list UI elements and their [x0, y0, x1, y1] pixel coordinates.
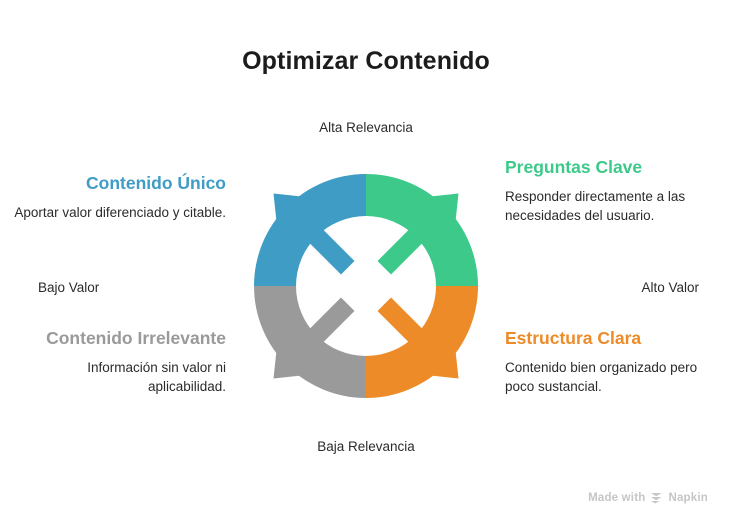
watermark-prefix: Made with [588, 492, 646, 504]
quadrant-estructura-clara: Estructura Clara Contenido bien organiza… [505, 327, 719, 397]
napkin-logo-icon [650, 492, 663, 504]
page-title: Optimizar Contenido [242, 47, 490, 75]
watermark-brand: Napkin [668, 492, 708, 504]
top-left-arrowhead [273, 193, 355, 275]
diagram-segment-top-left [254, 174, 366, 286]
quadrant-body-preguntas-clave: Responder directamente a las necesidades… [505, 189, 686, 224]
quadrant-heading-estructura-clara: Estructura Clara [505, 328, 642, 348]
quadrant-heading-preguntas-clave: Preguntas Clave [505, 157, 643, 177]
quadrant-body-contenido-irrelevante: Información sin valor ni aplicabilidad. [87, 360, 226, 395]
quadrant-body-estructura-clara: Contenido bien organizado pero poco sust… [505, 360, 698, 395]
axis-label-top: Alta Relevancia [319, 120, 413, 135]
bottom-left-arrowhead [273, 297, 355, 379]
bottom-right-arrowhead [377, 297, 459, 379]
axis-label-bottom: Baja Relevancia [317, 439, 415, 454]
axis-label-left: Bajo Valor [38, 280, 100, 295]
axis-label-right: Alto Valor [641, 280, 699, 295]
quadrant-contenido-irrelevante: Contenido Irrelevante Información sin va… [12, 327, 226, 397]
quadrant-body-contenido-unico: Aportar valor diferenciado y citable. [14, 205, 226, 221]
circular-cycle-diagram [250, 170, 482, 402]
quadrant-heading-contenido-unico: Contenido Único [86, 173, 226, 193]
top-right-arrowhead [377, 193, 459, 275]
quadrant-preguntas-clave: Preguntas Clave Responder directamente a… [505, 156, 719, 226]
diagram-segment-bottom-right [366, 286, 478, 398]
diagram-segment-top-right [366, 174, 478, 286]
diagram-segment-bottom-left [254, 286, 366, 398]
quadrant-contenido-unico: Contenido Único Aportar valor diferencia… [12, 172, 226, 222]
quadrant-heading-contenido-irrelevante: Contenido Irrelevante [46, 328, 226, 348]
napkin-watermark: Made with Napkin [588, 492, 708, 504]
